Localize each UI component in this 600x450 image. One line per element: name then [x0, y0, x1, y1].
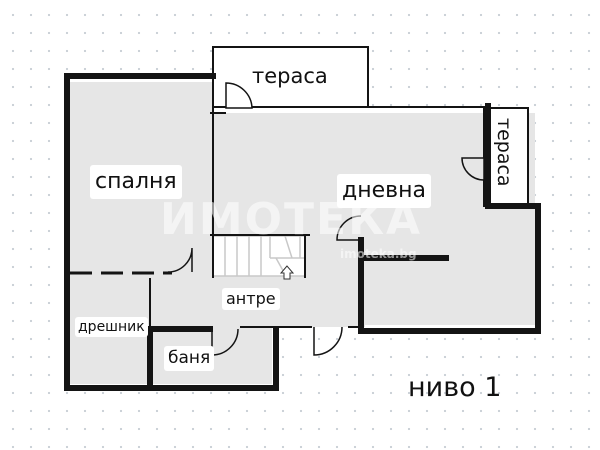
watermark-domain: imoteka.bg — [340, 247, 417, 261]
room-label-living: дневна — [337, 174, 431, 208]
stair-up-arrow-icon — [279, 265, 295, 280]
door-terrace-right — [461, 157, 485, 181]
room-label-hall: антре — [222, 288, 280, 310]
room-label-terrace-right: тераса — [493, 118, 515, 187]
room-label-bathroom: баня — [164, 346, 215, 371]
thin-walls — [149, 106, 488, 328]
door-bedroom — [167, 247, 193, 273]
terraces — [212, 46, 529, 207]
terrace-right — [483, 107, 529, 207]
room-label-bedroom: спалня — [90, 165, 182, 199]
room-label-closet: дрешник — [75, 317, 148, 337]
door-entrance — [313, 326, 343, 356]
level-label: ниво 1 — [408, 372, 502, 403]
door-terrace-top — [225, 82, 253, 109]
room-label-terrace-top: тераса — [252, 64, 328, 88]
doors — [149, 82, 485, 356]
walls — [64, 73, 541, 391]
door-living — [336, 215, 362, 241]
